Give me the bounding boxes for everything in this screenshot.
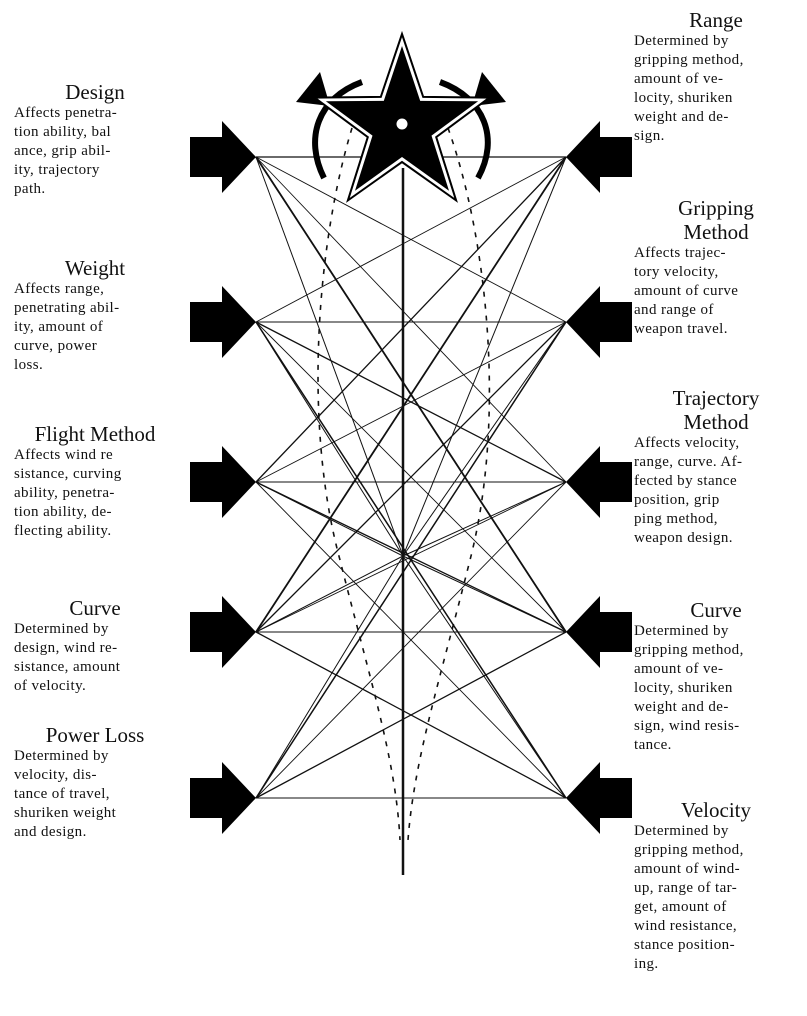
factor-weight: Weight Affects range, penetrating abil- …: [14, 256, 176, 375]
factor-description: Determined by gripping method, amount of…: [634, 32, 798, 146]
block-arrow-icon: [190, 446, 256, 518]
factor-curve-left: Curve Determined by design, wind re- sis…: [14, 596, 176, 696]
shuriken-center-hole: [397, 119, 408, 130]
factor-title: Weight: [14, 256, 176, 280]
factor-flight-method: Flight Method Affects wind re sistance, …: [14, 422, 176, 541]
factor-title: Curve: [634, 598, 798, 622]
factor-velocity: Velocity Determined by gripping method, …: [634, 798, 798, 974]
factor-title: Design: [14, 80, 176, 104]
factor-trajectory-method: Trajectory Method Affects velocity, rang…: [634, 386, 798, 548]
factor-title: Velocity: [634, 798, 798, 822]
factor-description: Affects trajec- tory velocity, amount of…: [634, 244, 798, 339]
factor-title-line: Gripping: [634, 196, 798, 220]
block-arrow-icon: [566, 446, 632, 518]
factor-description: Determined by gripping method, amount of…: [634, 822, 798, 974]
factor-power-loss: Power Loss Determined by velocity, dis- …: [14, 723, 176, 842]
factor-description: Determined by gripping method, amount of…: [634, 622, 798, 755]
block-arrow-icon: [566, 596, 632, 668]
factor-curve-right: Curve Determined by gripping method, amo…: [634, 598, 798, 755]
connection-line: [256, 556, 403, 798]
factor-title: Flight Method: [14, 422, 176, 446]
block-arrow-icon: [566, 286, 632, 358]
factor-description: Affects range, penetrating abil- ity, am…: [14, 280, 176, 375]
factor-title: Power Loss: [14, 723, 176, 747]
factor-title-line: Method: [634, 220, 798, 244]
factor-description: Affects wind re sistance, curving abilit…: [14, 446, 176, 541]
block-arrow-icon: [566, 762, 632, 834]
factor-description: Determined by design, wind re- sistance,…: [14, 620, 176, 696]
block-arrow-icon: [190, 762, 256, 834]
factor-title-line: Method: [634, 410, 798, 434]
factor-title: Curve: [14, 596, 176, 620]
connection-line: [256, 556, 403, 632]
factor-description: Affects penetra- tion ability, bal ance,…: [14, 104, 176, 199]
block-arrow-icon: [190, 596, 256, 668]
factor-design: Design Affects penetra- tion ability, ba…: [14, 80, 176, 199]
factor-title-line: Trajectory: [634, 386, 798, 410]
block-arrow-icon: [190, 121, 256, 193]
block-arrow-icon: [190, 286, 256, 358]
factor-description: Determined by velocity, dis- tance of tr…: [14, 747, 176, 842]
factor-title: Range: [634, 8, 798, 32]
factor-range: Range Determined by gripping method, amo…: [634, 8, 798, 146]
factor-gripping-method: Gripping Method Affects trajec- tory vel…: [634, 196, 798, 339]
block-arrow-icon: [566, 121, 632, 193]
factor-description: Affects velocity, range, curve. Af- fect…: [634, 434, 798, 548]
